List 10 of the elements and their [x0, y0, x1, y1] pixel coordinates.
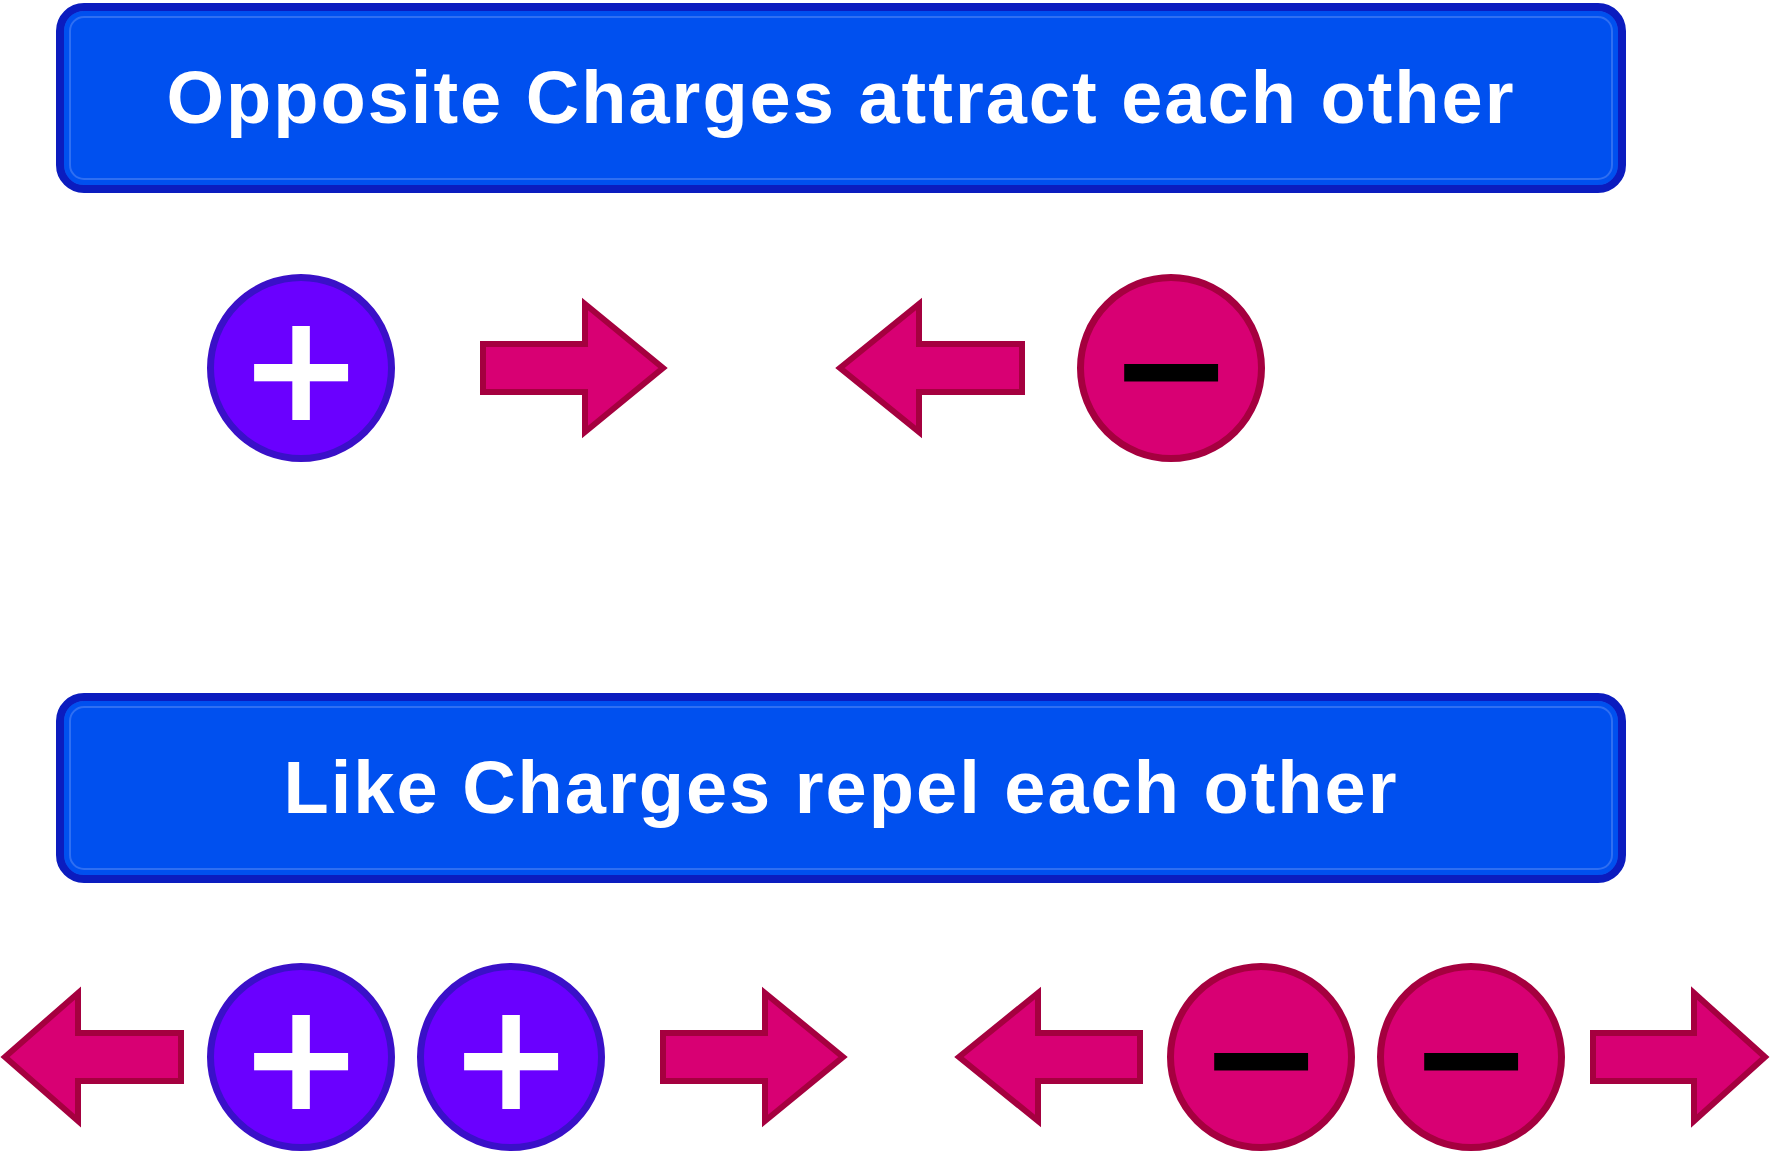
charge-sign: − — [1108, 293, 1234, 443]
title-banner — [56, 3, 1626, 193]
banner-heading: Opposite Charges attract each other — [166, 57, 1516, 139]
title-banner — [56, 693, 1626, 883]
charge-sign: + — [238, 982, 364, 1132]
charge-sign: + — [238, 293, 364, 443]
charge-sign: − — [1198, 982, 1324, 1132]
charge-sign: − — [1408, 982, 1534, 1132]
charge-sign: + — [448, 982, 574, 1132]
banner-heading: Like Charges repel each other — [283, 747, 1399, 829]
